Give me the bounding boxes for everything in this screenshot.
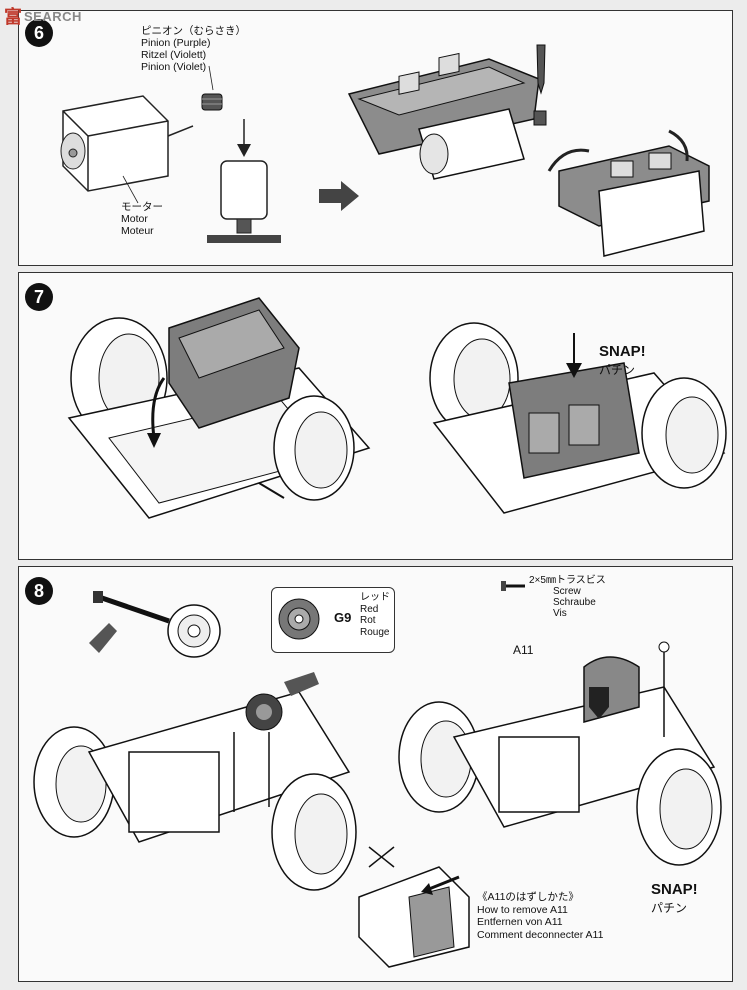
pinion-label-en: Pinion (Purple) [141,37,211,49]
snap-text: SNAP! [599,343,646,360]
motor-label-en: Motor [121,213,148,225]
gearbox-motor-illustration [347,52,547,180]
watermark-logo: 富 [4,7,22,28]
remove-label-en: How to remove A11 [477,903,568,916]
screw-label-en: Screw [553,586,581,597]
remove-label-jp: 《A11のはずしかた》 [477,891,579,903]
snap-label-step7: SNAP! パチン [599,343,646,379]
snap-text-jp: パチン [651,901,688,915]
a11-removal-illustration [358,846,470,968]
pinion-label: ピニオン（むらさき） Pinion (Purple) Ritzel (Viole… [141,25,246,73]
gear-g9-icon [278,598,320,640]
step-7-badge: 7 [25,283,53,311]
snap-text: SNAP! [651,881,698,898]
pinion-label-jp: ピニオン（むらさき） [141,25,246,37]
pinion-gear-icon [201,93,223,111]
step-7-panel: 7 SNAP! パチン [18,272,733,560]
assembled-gearbox-illustration [547,129,710,257]
screw-label: 2×5㎜トラスビス Screw Schraube Vis [529,575,606,619]
gear-color-en: Red [360,603,379,615]
gear-color-label: レッド Red Rot Rouge [360,592,390,638]
snap-text-jp: パチン [599,363,636,377]
chassis-right-illustration [429,322,727,514]
step-8-panel: 8 G9 レッド Red Rot Rouge 2×5㎜トラスビス Screw S… [18,566,733,982]
screw-label-fr: Vis [553,608,567,619]
watermark: 富 SEARCH [4,2,82,30]
pinion-label-fr: Pinion (Violet) [141,61,207,73]
step-6-badge: 6 [25,19,53,47]
gear-code: G9 [334,610,352,625]
press-illustration [207,119,281,243]
screw-label-de: Schraube [553,597,596,608]
pinion-label-de: Ritzel (Violett) [141,49,207,61]
step-8-badge: 8 [25,577,53,605]
gear-color-jp: レッド [360,592,390,603]
step-arrow-icon [319,181,359,211]
snap-label-step8: SNAP! パチン [651,881,698,917]
remove-label-fr: Comment deconnecter A11 [477,928,604,941]
screw-icon [501,581,525,591]
watermark-text: SEARCH [24,8,82,24]
step-6-panel: 6 ピニオン（むらさき） Pinion (Purple) Ritzel (Vio… [18,10,733,266]
motor-label-fr: Moteur [121,225,154,237]
motor-label-jp: モーター [121,201,163,213]
chassis-left-illustration [67,297,371,519]
chassis-step8-right-illustration [398,641,722,866]
grease-tube-icon [536,44,546,95]
remove-label-de: Entfernen von A11 [477,916,563,928]
a11-removal-label: 《A11のはずしかた》 How to remove A11 Entfernen … [477,891,603,941]
motor-label: モーター Motor Moteur [121,201,163,237]
gear-shaft-illustration [89,591,221,658]
gear-color-de: Rot [360,615,376,626]
pinion-leader-line [208,65,214,91]
part-a11-label: A11 [513,643,534,657]
gear-color-fr: Rouge [360,626,390,638]
screw-label-jp: 2×5㎜トラスビス [529,575,606,586]
chassis-step8-left-illustration [33,672,357,891]
gear-g9-info-box: G9 レッド Red Rot Rouge [271,587,395,653]
motor-illustration [60,95,194,204]
